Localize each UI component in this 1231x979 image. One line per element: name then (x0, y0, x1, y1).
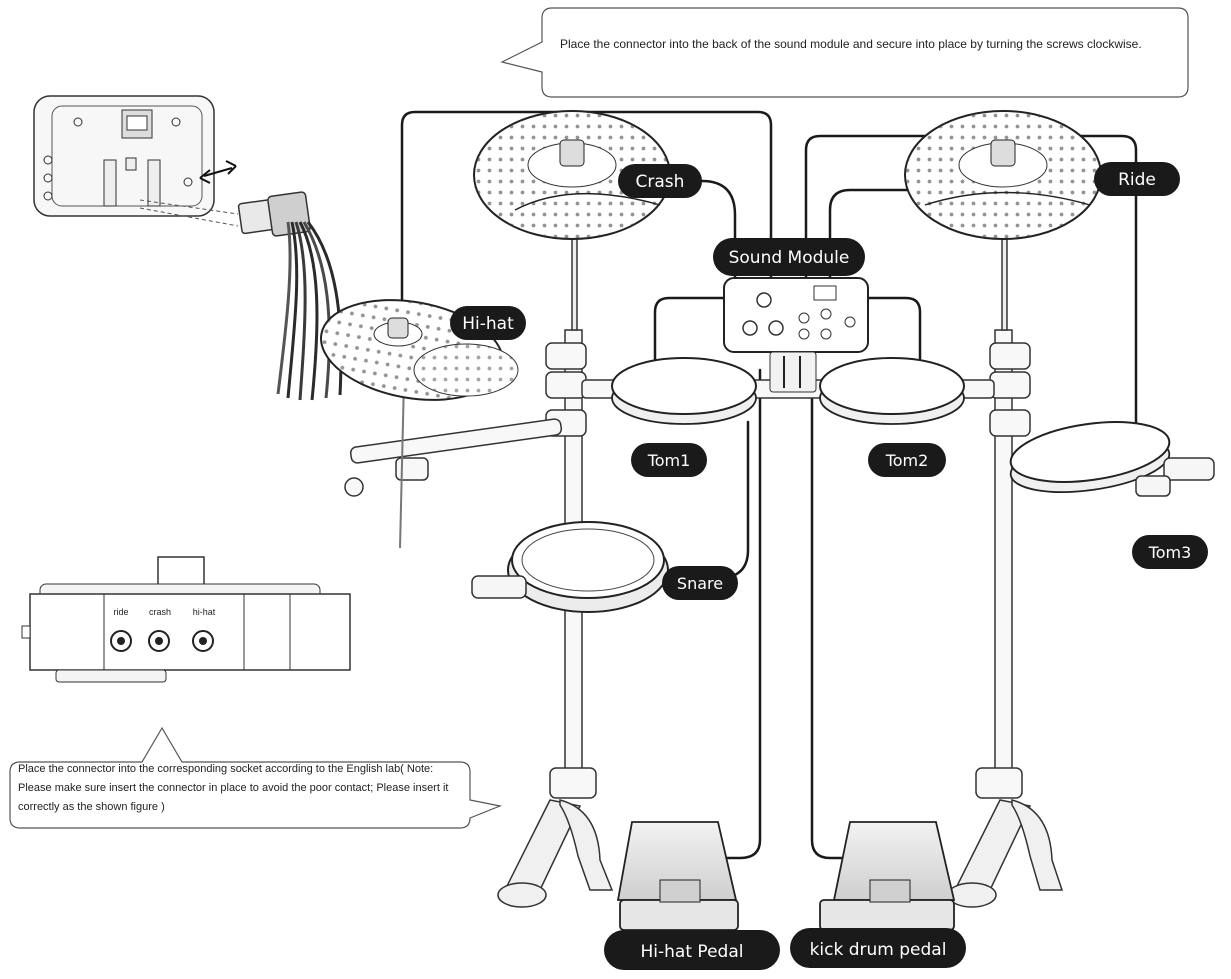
module-back-illustration (33, 95, 239, 227)
callout-bottom-text: Place the connector into the correspondi… (18, 763, 449, 813)
tom1-pad (611, 357, 757, 425)
label-sound-module-text: Sound Module (729, 248, 850, 268)
label-tom2: Tom2 (868, 443, 946, 477)
hihat-cymbal (320, 299, 519, 401)
callout-bottom-bubble (9, 726, 503, 829)
label-tom2-text: Tom2 (885, 451, 929, 470)
label-tom3-text: Tom3 (1148, 543, 1192, 562)
jack-label-ride: ride (113, 607, 128, 617)
ride-cymbal (904, 110, 1102, 240)
label-snare: Snare (662, 566, 738, 600)
snare-pad (471, 521, 669, 613)
jack-label-crash: crash (149, 607, 171, 617)
callout-bottom: Place the connector into the correspondi… (18, 760, 468, 817)
callout-top-bubble (500, 7, 1189, 98)
label-hihat-pedal: Hi-hat Pedal (604, 930, 780, 970)
connector-and-cable (237, 191, 343, 401)
sound-module-unit (723, 277, 869, 393)
label-tom1-text: Tom1 (647, 451, 691, 470)
label-kick-pedal-text: kick drum pedal (810, 940, 947, 960)
drum-rack (344, 179, 1031, 799)
label-ride: Ride (1094, 162, 1180, 196)
label-crash: Crash (618, 164, 702, 198)
callout-top: Place the connector into the back of the… (560, 32, 1160, 56)
tom3-pad (1009, 421, 1215, 497)
tom2-pad (819, 357, 965, 425)
jack-panel-illustration: ride crash hi-hat (21, 556, 351, 683)
label-tom1: Tom1 (631, 443, 707, 477)
label-kick-pedal: kick drum pedal (790, 928, 966, 968)
label-hihat: Hi-hat (450, 306, 526, 340)
crash-cymbal (473, 110, 671, 240)
label-sound-module: Sound Module (713, 238, 865, 276)
hihat-pedal-unit (616, 821, 739, 931)
label-hihat-text: Hi-hat (462, 314, 514, 334)
label-snare-text: Snare (677, 574, 723, 593)
kick-pedal-unit (819, 821, 956, 931)
label-tom3: Tom3 (1132, 535, 1208, 569)
label-hihat-pedal-text: Hi-hat Pedal (641, 942, 744, 962)
stand-legs (497, 799, 1064, 908)
label-ride-text: Ride (1118, 170, 1156, 190)
label-crash-text: Crash (636, 172, 685, 192)
jack-label-hihat: hi-hat (193, 607, 216, 617)
callout-top-text: Place the connector into the back of the… (560, 37, 1142, 51)
